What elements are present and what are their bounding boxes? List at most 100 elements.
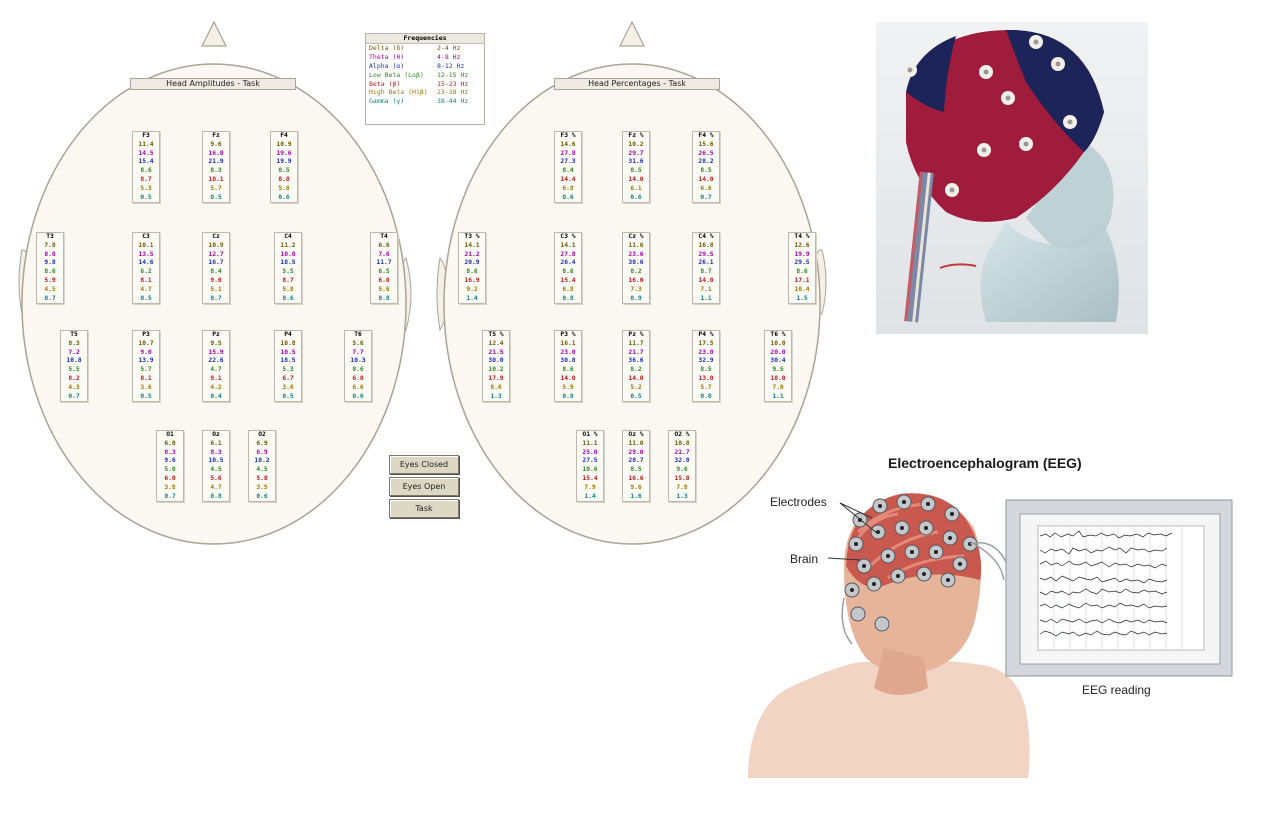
- band-value: 7.8: [44, 241, 56, 249]
- band-value: 11.4: [138, 140, 154, 148]
- eeg-cap-image: [876, 22, 1148, 334]
- band-value: 11.2: [280, 241, 296, 249]
- band-value: 1.1: [772, 392, 784, 400]
- band-value: 8.4: [210, 268, 222, 276]
- band-value: 14.5: [138, 149, 154, 157]
- head-percentages-title: Head Percentages - Task: [554, 78, 720, 90]
- band-value: 6.7: [282, 374, 294, 382]
- band-value: 5.0: [164, 466, 176, 474]
- band-value: 20.9: [464, 259, 480, 267]
- band-value: 4.2: [210, 383, 222, 391]
- band-value: 10.0: [280, 250, 296, 258]
- band-value: 8.5: [700, 366, 712, 374]
- band-value: 0.5: [282, 392, 294, 400]
- band-value: 6.6: [378, 241, 390, 249]
- band-value: 13.5: [138, 250, 154, 258]
- band-value: 5.2: [630, 383, 642, 391]
- band-value: 0.5: [210, 193, 222, 201]
- frequency-band: Alpha (α): [369, 61, 405, 70]
- band-value: 0.6: [278, 193, 290, 201]
- band-value: 26.1: [698, 259, 714, 267]
- band-value: 18.0: [770, 374, 786, 382]
- eyes-open-button[interactable]: Eyes Open: [389, 477, 459, 496]
- band-value: 9.1: [210, 374, 222, 382]
- band-value: 0.5: [140, 392, 152, 400]
- eyes-closed-button[interactable]: Eyes Closed: [389, 455, 459, 474]
- band-value: 6.0: [352, 374, 364, 382]
- band-value: 3.6: [140, 383, 152, 391]
- electrode-name: F3 %: [560, 132, 576, 139]
- electrodes-label: Electrodes: [770, 495, 827, 509]
- band-value: 27.8: [560, 149, 576, 157]
- electrode-name: Pz: [212, 331, 220, 338]
- band-value: 10.5: [208, 457, 224, 465]
- band-value: 17.9: [488, 374, 504, 382]
- band-value: 4.7: [210, 483, 222, 491]
- electrode-name: Pz %: [628, 331, 644, 338]
- electrode-name: C4: [284, 233, 292, 240]
- band-value: 5.6: [210, 474, 222, 482]
- band-value: 16.7: [208, 259, 224, 267]
- band-value: 17.5: [698, 339, 714, 347]
- band-value: 23.0: [560, 348, 576, 356]
- band-value: 9.0: [210, 276, 222, 284]
- electrode-name: C4 %: [698, 233, 714, 240]
- band-value: 10.4: [794, 285, 810, 293]
- band-value: 16.8: [208, 149, 224, 157]
- band-value: 8.3: [210, 167, 222, 175]
- band-value: 8.6: [796, 268, 808, 276]
- band-value: 11.7: [376, 259, 392, 267]
- band-value: 7.1: [700, 285, 712, 293]
- band-value: 5.9: [44, 276, 56, 284]
- band-value: 22.6: [208, 357, 224, 365]
- band-value: 0.8: [700, 392, 712, 400]
- band-value: 6.0: [378, 276, 390, 284]
- electrode-name: T6: [354, 331, 362, 338]
- band-value: 5.5: [68, 366, 80, 374]
- band-value: 30.0: [488, 357, 504, 365]
- band-value: 0.8: [562, 294, 574, 302]
- frequency-range: 2-4 Hz: [437, 43, 461, 52]
- eeg-cap-photo: [876, 22, 1148, 334]
- band-value: 8.3: [68, 339, 80, 347]
- band-value: 21.7: [628, 348, 644, 356]
- frequency-band: Theta (θ): [369, 52, 405, 61]
- band-value: 8.7: [282, 276, 294, 284]
- band-value: 6.1: [210, 439, 222, 447]
- band-value: 4.5: [256, 466, 268, 474]
- band-value: 15.4: [560, 276, 576, 284]
- band-value: 5.7: [210, 184, 222, 192]
- band-value: 14.0: [698, 276, 714, 284]
- band-value: 18.5: [280, 357, 296, 365]
- frequency-row: Beta (β)15-23 Hz: [366, 80, 484, 89]
- band-value: 8.6: [562, 268, 574, 276]
- band-value: 8.3: [164, 448, 176, 456]
- task-button[interactable]: Task: [389, 499, 459, 518]
- band-value: 15.9: [208, 348, 224, 356]
- band-value: 10.9: [208, 241, 224, 249]
- band-value: 8.1: [140, 276, 152, 284]
- band-value: 12.7: [208, 250, 224, 258]
- band-value: 5.3: [140, 184, 152, 192]
- electrode-name: Fz %: [628, 132, 644, 139]
- band-value: 19.6: [276, 149, 292, 157]
- band-value: 15.4: [138, 158, 154, 166]
- band-value: 5.1: [210, 285, 222, 293]
- band-value: 1.4: [584, 492, 596, 500]
- eeg-illustration: [748, 493, 1233, 778]
- electrode-name: P3: [142, 331, 150, 338]
- frequency-row: Alpha (α)8-12 Hz: [366, 62, 484, 71]
- band-value: 31.6: [628, 158, 644, 166]
- band-value: 29.0: [628, 448, 644, 456]
- electrode-name: Oz %: [628, 431, 644, 438]
